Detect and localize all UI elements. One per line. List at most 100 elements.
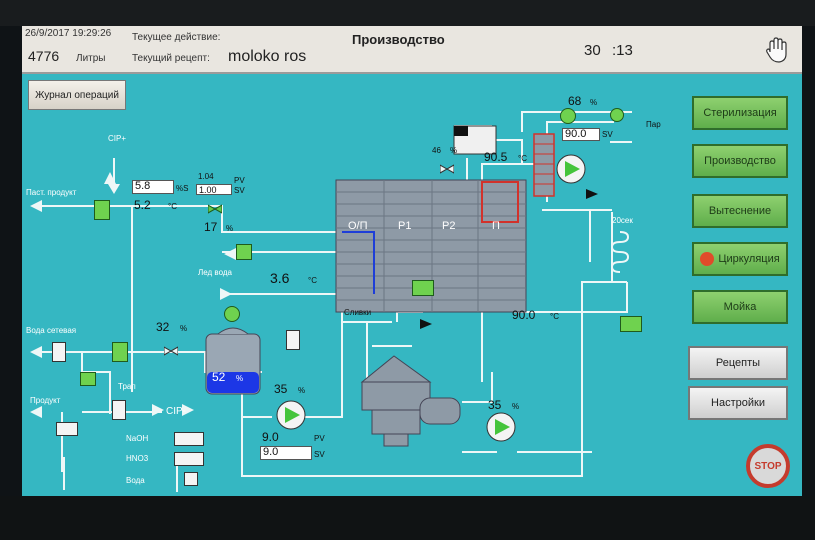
page-title: Производство [352,32,445,47]
pump1-pct-unit: % [298,386,306,395]
valve-17-icon[interactable] [207,202,223,214]
tank-outlet-valve-icon[interactable] [286,330,300,350]
past-pv-field[interactable]: 5.8 [132,180,174,194]
hmi-screen: 26/9/2017 19:29:26 Текущее действие: 477… [22,26,802,496]
valve-pct-value: 17 [204,220,218,234]
temp-top-value: 90.5 [484,150,508,164]
pump2-pct-value: 35 [488,398,502,412]
valve-sv-label: SV [234,186,245,195]
timer-minutes: 30 [584,42,601,59]
timer-seconds: :13 [612,42,633,59]
water-net-label: Вода сетевая [26,326,77,335]
flow-pv-value: 9.0 [262,430,279,444]
cip-plus-label: CIP+ [108,134,127,143]
check-valve-icon [586,186,598,199]
monitor-bezel-top [0,0,815,26]
flow-sv-label: SV [314,450,325,459]
water-net-valve-icon[interactable] [52,342,66,362]
naoh-label: NaOH [126,434,149,443]
cip-valve-icon[interactable] [112,400,126,420]
liters-value: 4776 [28,48,60,64]
operation-log-button[interactable]: Журнал операций [28,80,126,110]
ice-temp-unit: °C [308,276,317,285]
steam-label: Пар [646,120,661,129]
product-valve-icon[interactable] [56,422,78,436]
water-valve-pct-unit: % [180,324,188,333]
past-product-label: Паст. продукт [26,188,77,197]
cream-check-valve-icon [420,316,432,329]
tank-level-value: 52 [212,370,226,384]
settings-button[interactable]: Настройки [688,386,788,420]
steam-trap-icon [610,108,624,122]
current-action-label: Текущее действие: [132,32,221,43]
flow-meter-icon[interactable] [94,200,110,220]
steam-pct-unit: % [590,98,598,107]
water-valve-pct-value: 32 [156,320,170,334]
past-pv-unit: %S [176,184,189,193]
header-bar: 26/9/2017 19:29:26 Текущее действие: 477… [22,26,802,74]
monitor-bezel-bottom [0,496,815,540]
recipes-button[interactable]: Рецепты [688,346,788,380]
valve-46-icon[interactable] [439,162,455,174]
section-p-label: П [492,220,500,232]
steam-sv-label: SV [602,130,613,139]
circulation-label: Циркуляция [718,253,780,265]
cip-minus-label: CIP- [166,406,186,417]
pump1-pct-value: 35 [274,382,288,396]
temp-top-unit: °C [518,154,527,163]
liters-label: Литры [76,53,106,64]
valve-pct-unit: % [226,224,234,233]
circulation-icon [700,252,715,266]
water-valve-icon[interactable] [184,472,198,486]
circulation-button[interactable]: Циркуляция [692,242,788,276]
section-op-label: О/П [348,220,368,232]
hno3-valve-icon[interactable] [174,452,204,466]
product-label: Продукт [30,396,61,405]
hold-temp-unit: °C [550,312,559,321]
hold-sensor-icon[interactable] [620,316,642,332]
hno3-label: HNO3 [126,454,149,463]
ice-temp-value: 3.6 [270,270,290,286]
hold-20s-label: 20сек [612,216,633,225]
displacement-button[interactable]: Вытеснение [692,194,788,228]
tank-level-sensor-icon [224,306,240,322]
ice-water-label: Лед вода [198,268,232,277]
cream-label: Сливки [344,308,372,317]
steam-valve-icon[interactable] [560,108,576,124]
water-label: Вода [126,476,145,485]
pump2-icon[interactable] [486,412,516,442]
valve46-pct-value: 46 [432,146,441,155]
valve-pv-label: PV [234,176,245,185]
trap-label: Трап [118,382,136,391]
valve46-pct-unit: % [450,146,458,155]
hot-water-pump-icon[interactable] [556,154,586,184]
separator-sensor-icon[interactable] [412,280,434,296]
flow-sv-field[interactable]: 9.0 [260,446,312,460]
trap-sensor-icon[interactable] [112,342,128,362]
stop-button[interactable]: STOP [746,444,790,488]
hand-icon[interactable] [764,36,790,64]
steam-sv-field[interactable]: 90.0 [562,128,600,141]
ice-sensor-icon[interactable] [236,244,252,260]
section-r2-label: Р2 [442,220,456,232]
past-temp-unit: °C [168,202,177,211]
flow-pv-label: PV [314,434,325,443]
pump2-pct-unit: % [512,402,520,411]
datetime: 26/9/2017 19:29:26 [25,28,112,39]
steam-pct-value: 68 [568,94,582,108]
product-sensor-icon[interactable] [80,372,96,386]
tank-level-unit: % [236,374,244,383]
production-button[interactable]: Производство [692,144,788,178]
hold-temp-value: 90.0 [512,308,536,322]
recipe-name: moloko ros [228,48,307,65]
sterilization-button[interactable]: Стерилизация [692,96,788,130]
valve-pv-value: 1.04 [198,172,214,181]
current-recipe-label: Текущий рецепт: [132,53,210,64]
washing-button[interactable]: Мойка [692,290,788,324]
naoh-valve-icon[interactable] [174,432,204,446]
section-r1-label: Р1 [398,220,412,232]
valve-sv-field[interactable]: 1.00 [196,184,232,195]
valve-32-icon[interactable] [163,344,179,356]
pump1-icon[interactable] [276,400,306,430]
past-temp-value: 5.2 [134,198,151,212]
